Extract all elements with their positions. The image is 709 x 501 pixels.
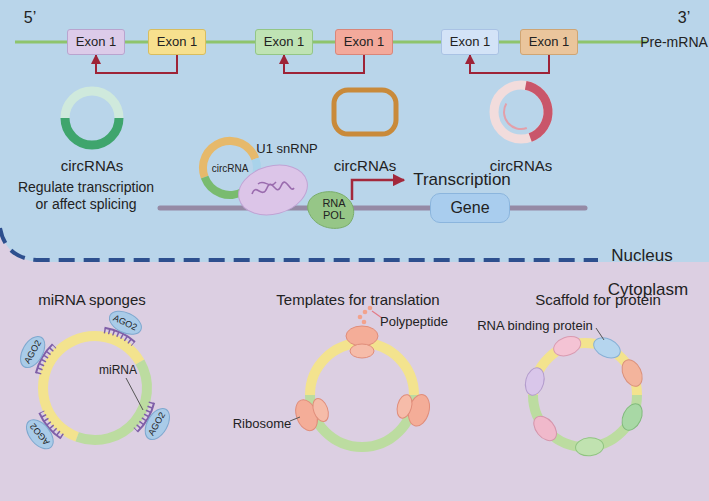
protein-label: AGO2 — [146, 410, 168, 437]
ring-segment — [199, 137, 259, 179]
circrna-ring — [65, 118, 119, 145]
polypeptide-bead — [358, 315, 363, 320]
snrna-strand — [258, 182, 276, 185]
gene-strand — [160, 206, 585, 211]
callout-label: RNA binding protein — [477, 318, 593, 334]
circrna-label: circRNA — [212, 163, 249, 174]
exon-box: Exon 1 — [441, 29, 499, 55]
exon-box: Exon 1 — [255, 29, 313, 55]
binding-protein — [522, 366, 547, 398]
leader-line — [596, 328, 604, 340]
ribosome-subunit — [395, 393, 415, 420]
ago2-protein — [106, 306, 145, 338]
polymerase-body — [308, 192, 354, 229]
nucleus-region — [0, 0, 709, 262]
backsplice-arrow — [470, 55, 549, 73]
exon-label: Exon 1 — [344, 35, 384, 49]
strand-end: 3’ — [678, 8, 690, 27]
circrna-ring — [65, 91, 119, 118]
binding-protein — [618, 400, 646, 433]
circrna-label: circRNAs — [61, 157, 124, 175]
ribosome — [346, 326, 378, 358]
circrna-ring — [526, 85, 548, 137]
exon-label: Exon 1 — [157, 35, 197, 49]
ago2-mirna — [135, 401, 175, 444]
function-heading: Templates for translation — [276, 291, 439, 309]
exon-label: Exon 1 — [450, 35, 490, 49]
polypeptide-bead — [362, 320, 367, 325]
exon-label: Exon 1 — [264, 35, 304, 49]
molecule-label: Pre-mRNA — [640, 34, 708, 51]
transcription-arrow — [352, 180, 404, 200]
snrnp-ellipse: U1 snRNP — [236, 164, 310, 216]
ago2-protein — [140, 404, 174, 443]
binding-protein — [618, 357, 646, 390]
circrna-ring — [494, 85, 548, 139]
circrna-ring — [533, 343, 637, 395]
backsplice-arrow — [284, 55, 364, 73]
polypeptide-bead — [363, 310, 368, 315]
gene-box: Gene — [430, 193, 510, 223]
rna-polymerase: RNA POL — [300, 186, 358, 232]
binding-protein — [529, 412, 561, 445]
circrna-label: circRNAs — [334, 157, 397, 175]
circrna-ring — [77, 362, 147, 440]
function-label: Regulate transcription or affect splicin… — [11, 179, 161, 213]
leader-line — [126, 378, 143, 410]
ribosome-subunit — [350, 344, 374, 358]
polymerase-label: RNA POL — [317, 197, 351, 221]
exon-box: Exon 1 — [335, 29, 393, 55]
ago2-mirna — [21, 411, 63, 454]
backsplice-arrow — [96, 55, 177, 73]
protein-label: AGO2 — [112, 313, 139, 333]
ago2-protein — [21, 415, 58, 454]
ribosome-subunit — [346, 326, 378, 346]
snrnp-label: U1 snRNP — [256, 142, 317, 156]
exon-box: Exon 1 — [67, 29, 125, 55]
binding-protein — [551, 333, 583, 359]
leader-line — [290, 417, 300, 421]
snrna-strand — [252, 182, 294, 194]
exon-label: Exon 1 — [529, 35, 569, 49]
snrnp-body — [233, 158, 313, 222]
callout-label: Ribosome — [233, 416, 292, 432]
ago2-mirna — [15, 332, 55, 375]
function-heading: miRNA sponges — [38, 291, 146, 309]
snrnp-ellipse-outline — [236, 164, 310, 216]
function-heading: Scaffold for protein — [535, 291, 661, 309]
circrna-ring — [310, 343, 414, 395]
protein-label: AGO2 — [28, 421, 52, 447]
ribosome-subunit — [310, 396, 331, 423]
exon-box: Exon 1 — [148, 29, 206, 55]
ribosome — [292, 393, 333, 434]
protein-label: AGO2 — [22, 338, 44, 365]
exon-label: Exon 1 — [76, 35, 116, 49]
strand-end: 5’ — [24, 8, 36, 27]
circrna-ring — [43, 336, 140, 437]
nuclear-envelope — [0, 228, 598, 260]
gene-label: Gene — [450, 199, 489, 217]
circrna-ring — [504, 104, 527, 130]
binding-protein — [590, 334, 623, 362]
ago2-protein — [15, 332, 49, 371]
binding-protein — [575, 437, 604, 457]
exon-box: Exon 1 — [520, 29, 578, 55]
ago2-mirna — [103, 306, 145, 344]
callout-label: Polypeptide — [380, 314, 448, 330]
compartment-label: Nucleus — [611, 246, 672, 266]
circrna-ring — [334, 90, 396, 134]
process-label: Transcription — [413, 170, 511, 190]
callout-label: miRNA — [99, 363, 137, 377]
ribosome — [394, 389, 433, 428]
